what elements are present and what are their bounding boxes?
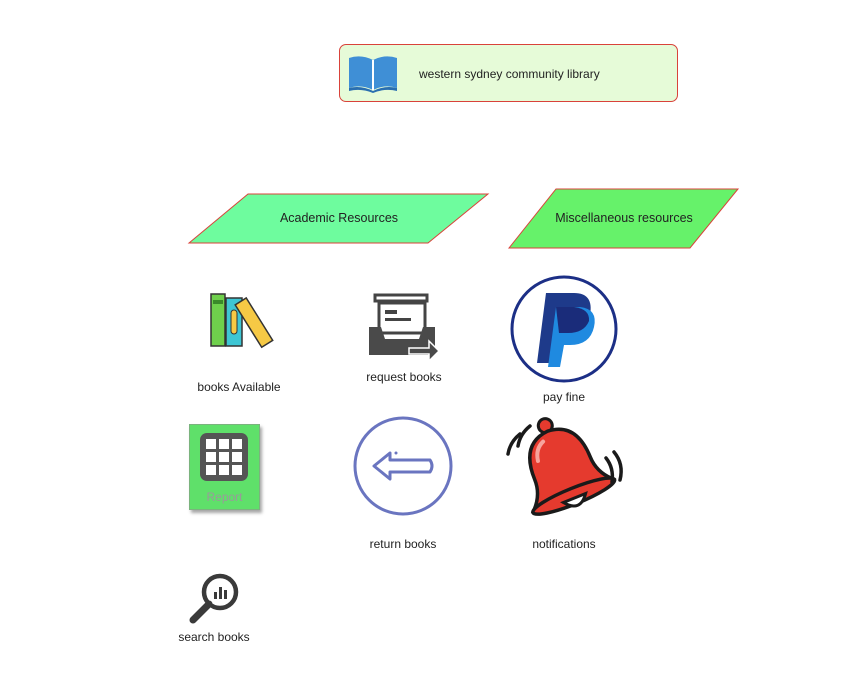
books-stack-icon[interactable] — [209, 292, 279, 349]
paypal-icon[interactable] — [510, 275, 618, 383]
notifications-label: notifications — [532, 537, 596, 551]
academic-resources-label: Academic Resources — [279, 211, 399, 225]
books-available-label: books Available — [197, 380, 281, 394]
request-books-label: request books — [366, 370, 442, 384]
report-label: Report — [206, 490, 243, 504]
return-books-label: return books — [369, 537, 437, 551]
miscellaneous-resources-label: Miscellaneous resources — [555, 211, 693, 225]
search-books-label: search books — [178, 630, 250, 644]
miscellaneous-resources-shape[interactable] — [507, 188, 740, 250]
open-book-icon — [349, 56, 397, 93]
ringing-bell-icon[interactable] — [500, 412, 626, 520]
library-title: western sydney community library — [419, 67, 600, 81]
pay-fine-label: pay fine — [542, 390, 586, 404]
return-arrow-icon[interactable] — [352, 415, 454, 517]
grid-icon — [200, 433, 248, 481]
academic-resources-shape[interactable] — [187, 193, 490, 245]
magnifier-icon[interactable] — [188, 572, 242, 624]
inbox-tray-icon[interactable] — [367, 293, 441, 365]
